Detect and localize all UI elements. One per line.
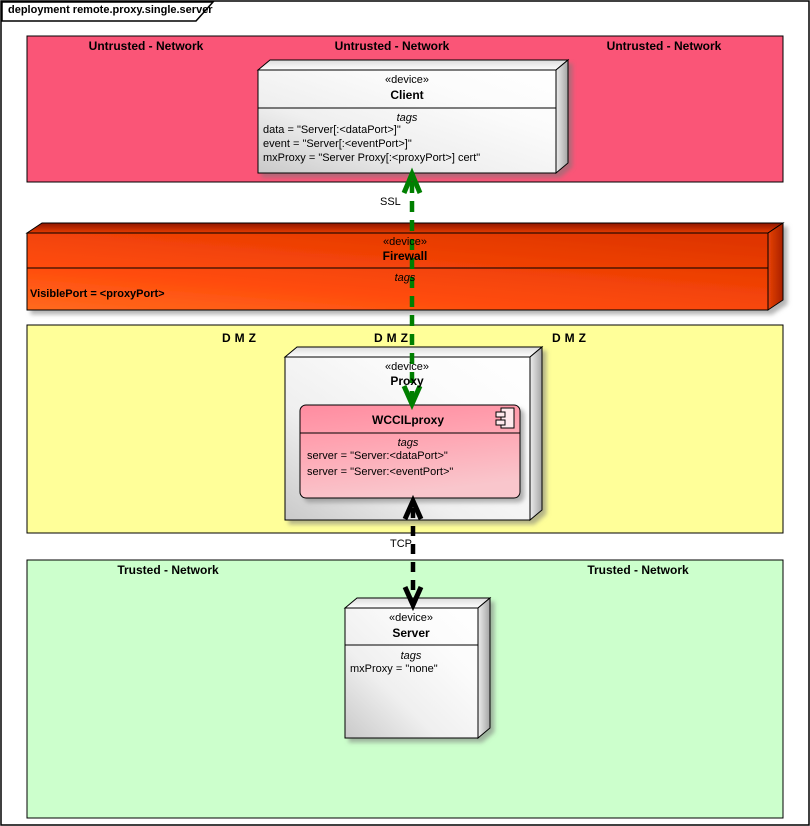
frame-tab bbox=[1, 1, 215, 22]
client-tag-data: data = "Server[:<dataPort>]" bbox=[263, 124, 401, 136]
server-tag-mxproxy: mxProxy = "none" bbox=[350, 663, 438, 675]
proxy-right-face bbox=[529, 345, 543, 522]
wccilproxy-name: WCCILproxy bbox=[372, 413, 444, 427]
firewall-right-face bbox=[767, 222, 784, 311]
client-stereotype: «device» bbox=[384, 74, 430, 86]
proxy-name: Proxy bbox=[390, 374, 424, 388]
zone-label-untrusted-3: Untrusted - Network bbox=[606, 39, 722, 53]
zone-label-untrusted-1: Untrusted - Network bbox=[88, 39, 204, 53]
tcp-connector[interactable] bbox=[402, 494, 424, 612]
ssl-label: SSL bbox=[380, 196, 401, 208]
client-node[interactable] bbox=[256, 58, 570, 175]
wccilproxy-tag-eventport: server = "Server:<eventPort>" bbox=[307, 466, 454, 478]
client-tag-event: event = "Server[:<eventPort>]" bbox=[263, 138, 412, 150]
zone-label-dmz-1: DMZ bbox=[222, 331, 260, 345]
zone-label-dmz-3: DMZ bbox=[552, 331, 590, 345]
server-name: Server bbox=[392, 626, 430, 640]
server-stereotype: «device» bbox=[388, 612, 434, 624]
firewall-tag-visibleport: VisiblePort = <proxyPort> bbox=[30, 288, 165, 300]
client-tag-mxproxy: mxProxy = "Server Proxy[:<proxyPort>] ce… bbox=[263, 152, 481, 164]
zone-label-trusted-1: Trusted - Network bbox=[117, 563, 219, 577]
client-tags-label: tags bbox=[396, 112, 418, 124]
frame-title: deployment remote.proxy.single.server bbox=[8, 4, 213, 16]
zone-label-untrusted-2: Untrusted - Network bbox=[334, 39, 450, 53]
wccilproxy-tags-label: tags bbox=[397, 437, 419, 449]
server-node[interactable] bbox=[343, 596, 492, 740]
server-right-face bbox=[477, 596, 491, 740]
client-front-face bbox=[257, 69, 557, 174]
ssl-connector[interactable] bbox=[401, 167, 423, 411]
firewall-name: Firewall bbox=[382, 249, 428, 263]
client-name: Client bbox=[390, 88, 424, 102]
client-right-face bbox=[555, 58, 569, 175]
zone-label-dmz-2: DMZ bbox=[374, 331, 412, 345]
proxy-stereotype: «device» bbox=[384, 361, 430, 373]
firewall-top-face bbox=[25, 222, 785, 234]
zone-label-trusted-2: Trusted - Network bbox=[587, 563, 689, 577]
component-icon bbox=[495, 407, 515, 429]
wccilproxy-tag-dataport: server = "Server:<dataPort>" bbox=[307, 450, 448, 462]
firewall-node[interactable] bbox=[25, 222, 785, 311]
server-front-face bbox=[344, 607, 479, 739]
firewall-stereotype: «device» bbox=[382, 236, 428, 248]
firewall-front-face bbox=[26, 232, 769, 311]
server-tags-label: tags bbox=[400, 650, 422, 662]
tcp-label: TCP bbox=[390, 538, 412, 550]
firewall-tags-label: tags bbox=[394, 272, 416, 284]
client-top-face bbox=[256, 59, 570, 71]
